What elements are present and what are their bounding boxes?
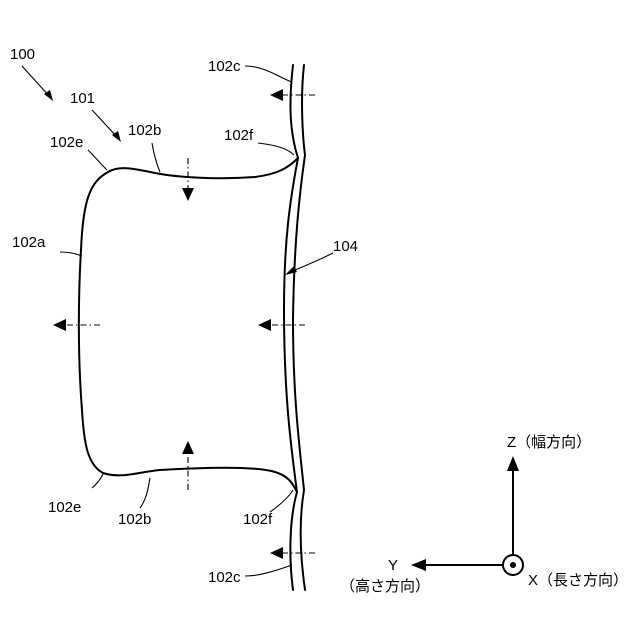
y-arrow-icon	[411, 559, 426, 571]
label-100: 100	[10, 46, 35, 63]
z-arrow-icon	[507, 456, 519, 471]
label-102a: 102a	[12, 234, 46, 251]
label-102c-bottom: 102c	[208, 569, 241, 586]
axis-y-sublabel: （高さ方向）	[340, 578, 430, 595]
label-102c-top: 102c	[208, 58, 241, 75]
wall-104	[284, 65, 298, 590]
label-102e-top: 102e	[50, 134, 83, 151]
label-102f-bottom: 102f	[243, 511, 273, 528]
axis-z-label: Z（幅方向）	[507, 434, 591, 451]
label-102f-top: 102f	[224, 127, 254, 144]
axis-x-label: X（長さ方向）	[528, 572, 628, 589]
axis-y-label: Y	[388, 557, 398, 574]
label-102b-top: 102b	[128, 122, 161, 139]
label-102e-bottom: 102e	[48, 499, 81, 516]
label-102b-bottom: 102b	[118, 511, 151, 528]
label-101: 101	[70, 90, 95, 107]
label-104: 104	[333, 238, 358, 255]
force-arrows	[53, 89, 315, 559]
axis-triad	[411, 456, 523, 575]
